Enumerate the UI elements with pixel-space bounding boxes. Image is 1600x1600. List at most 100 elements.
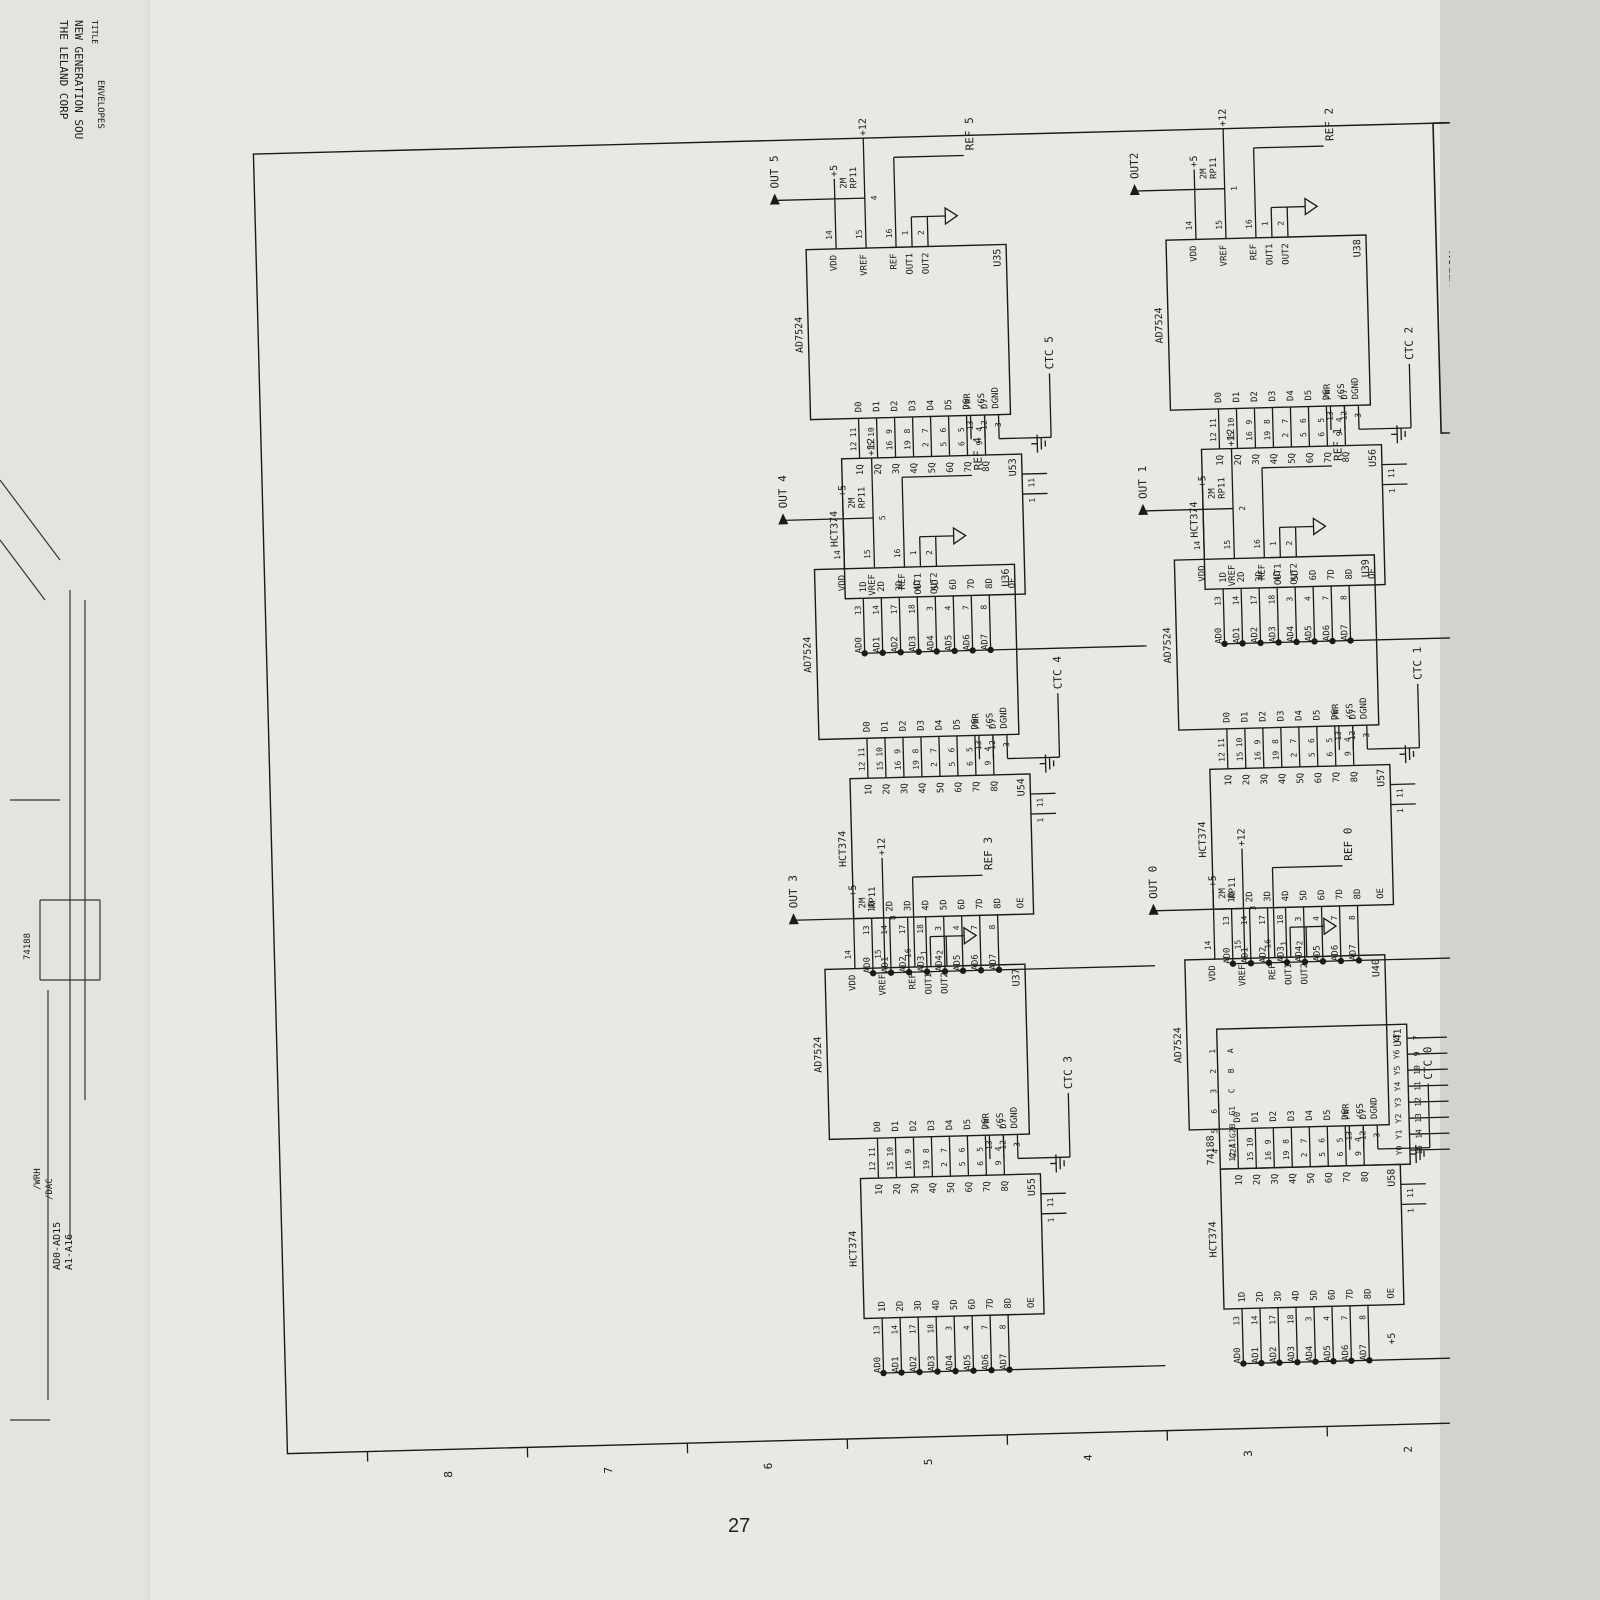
- pin-number: 5: [1325, 737, 1334, 742]
- latch-output-wire: [1316, 726, 1319, 767]
- dac-channel: HCT374U531D1QAD013122D2QAD114153D3QAD217…: [768, 117, 1057, 653]
- resistor-label: RP11: [849, 167, 860, 189]
- data-wire: [1258, 587, 1262, 643]
- ref-label: REF 3: [982, 837, 996, 870]
- pin-number: 8: [922, 1148, 931, 1153]
- dac-ref-pin: REF: [1249, 244, 1259, 261]
- latch-oe-pin: OE: [1386, 1288, 1396, 1299]
- border-zone-number: 6: [762, 1463, 775, 1470]
- dac-data-pin: D2: [898, 720, 908, 731]
- latch-d-pin: 7D: [986, 1298, 996, 1309]
- bus-line-label: AD7: [989, 954, 999, 971]
- latch-d-pin: 2D: [1245, 891, 1255, 902]
- latch-d-pin: 7D: [1335, 889, 1345, 900]
- latch-q-pin: 2Q: [893, 1183, 903, 1194]
- latch-q-pin: 3Q: [911, 1183, 921, 1194]
- pin-number: 10: [1227, 417, 1236, 427]
- dac-data-pin: D5: [952, 719, 962, 730]
- decoder-output-pin: Y0: [1395, 1145, 1404, 1155]
- pin-number: 2: [925, 550, 934, 555]
- dac-out1-pin: OUT1: [914, 573, 925, 595]
- latch-q-pin: 4Q: [929, 1183, 939, 1194]
- supply-label: +12: [877, 838, 888, 856]
- latch-oe-pin: OE: [1008, 577, 1018, 588]
- pin-number: 4: [975, 426, 984, 431]
- latch-d-pin: 7D: [967, 578, 977, 589]
- pin-number: 6: [1317, 432, 1326, 437]
- pin-number: 12: [858, 761, 867, 771]
- ref-wire: [1261, 467, 1265, 558]
- ref-wire: [912, 874, 983, 878]
- pin-number: 6: [1307, 738, 1316, 743]
- pin-number: 7: [940, 1148, 949, 1153]
- pin-number: 7: [929, 748, 938, 753]
- prev-title-label: TITLE: [90, 20, 99, 44]
- latch-d-pin: 8D: [993, 898, 1003, 909]
- pin-number: 8: [988, 924, 997, 929]
- dac-wr-pin: /WR: [982, 1112, 992, 1129]
- dac-out1-pin: OUT1: [1284, 963, 1295, 985]
- data-wire: [1356, 905, 1360, 961]
- ctc-wire: [1017, 1156, 1070, 1160]
- pin-number: 8: [911, 748, 920, 753]
- bus-junction-dot: [880, 1369, 887, 1377]
- dac-out1-pin: OUT1: [1265, 243, 1276, 265]
- pin-number: 8: [1339, 595, 1348, 600]
- output-label: OUT 0: [1146, 865, 1160, 898]
- latch-output-wire: [930, 1136, 934, 1177]
- pin-number: 3: [1285, 596, 1294, 601]
- latch-output-wire: [894, 1137, 898, 1178]
- latch-q-pin: 5Q: [928, 462, 938, 473]
- pin-number: 8: [1263, 419, 1272, 424]
- pin-number: 2: [1209, 1069, 1218, 1074]
- latch-d-pin: 5D: [1310, 1290, 1320, 1301]
- pin-number: 15: [876, 761, 885, 771]
- latch-q-pin: 4Q: [918, 783, 928, 794]
- bus-line-label: AD0: [1214, 628, 1224, 645]
- output-arrow-icon: [788, 913, 799, 925]
- bus-tap-wire: [864, 645, 1147, 654]
- data-wire: [1330, 586, 1334, 642]
- dac-data-pin: D1: [1240, 711, 1250, 722]
- wr-wire: [1329, 405, 1332, 430]
- bus-line-label: AD3: [1287, 1346, 1297, 1363]
- latch-output-wire: [1236, 1128, 1239, 1169]
- pin-number: 3: [944, 1326, 953, 1331]
- latch-q-pin: 2Q: [1242, 774, 1252, 785]
- latch-output-wire: [866, 738, 869, 779]
- latch-q-pin: 6Q: [954, 782, 964, 793]
- data-wire: [952, 595, 956, 651]
- out2-wire: [1305, 926, 1308, 957]
- pin-number: 15: [863, 549, 872, 559]
- latch-d-pin: 8D: [1004, 1298, 1014, 1309]
- latch-d-pin: 5D: [950, 1299, 960, 1310]
- dac-data-pin: D3: [1287, 1110, 1297, 1121]
- bus-line-label: AD3: [1268, 626, 1278, 643]
- pin-number: 9: [1335, 431, 1344, 436]
- bus-tap-wire: [873, 965, 1156, 974]
- bus-line-label: AD2: [1250, 627, 1260, 644]
- pin-number: 1: [1208, 1049, 1217, 1054]
- latch-output-wire: [948, 1136, 952, 1177]
- pin-number: 19: [1263, 431, 1272, 441]
- bus-line-label: AD2: [899, 956, 909, 973]
- latch-d-pin: 3D: [1274, 1291, 1284, 1302]
- pin-number: 16: [1244, 219, 1253, 229]
- pin-number: 16: [1264, 1151, 1273, 1161]
- latch-chip: [859, 1173, 1045, 1320]
- pin-number: 15: [886, 1161, 895, 1171]
- data-wire: [960, 915, 964, 971]
- latch-d-pin: 2D: [1237, 571, 1247, 582]
- select-wire: [1408, 1100, 1449, 1103]
- dac-wr-pin: /WR: [1323, 383, 1333, 400]
- oe-wire: [1040, 1192, 1066, 1195]
- analog-ground-icon: [952, 526, 967, 546]
- oe-wire: [1041, 1212, 1067, 1215]
- vref-wire: [862, 138, 867, 249]
- dac-data-pin: D4: [934, 719, 944, 730]
- title-block: THE LELAND CORPORATIONNEW GENERATION SOU…: [1432, 118, 1582, 434]
- bus-line-label: AD0: [873, 1357, 883, 1374]
- pin-number: 11: [1036, 797, 1045, 807]
- ref-wire: [1252, 147, 1257, 238]
- dac-data-pin: D0: [1222, 712, 1232, 723]
